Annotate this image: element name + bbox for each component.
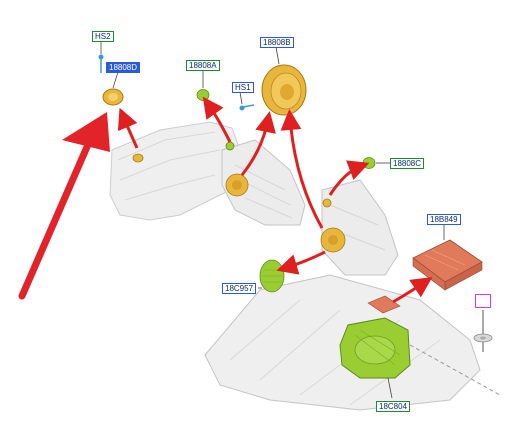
label-hs2: HS2 bbox=[92, 31, 114, 42]
label-18808d: 18808D bbox=[106, 62, 141, 73]
green-speaker-18808c bbox=[362, 157, 376, 169]
floor-amplifier bbox=[367, 295, 401, 314]
label-18808b: 18808B bbox=[260, 37, 294, 48]
label-18c957: 18C957 bbox=[222, 283, 257, 294]
woofer-speaker-18808b bbox=[261, 64, 307, 116]
green-disk-18c957 bbox=[259, 259, 285, 293]
label-18b849: 18B849 bbox=[427, 214, 461, 225]
dash-tweeter bbox=[132, 153, 144, 163]
rear-door-tweeter bbox=[322, 198, 332, 208]
direction-arrows bbox=[117, 96, 433, 304]
amplifier-18b849 bbox=[412, 239, 483, 291]
screw-hs1 bbox=[239, 104, 255, 111]
dash-green-tweeter bbox=[225, 141, 235, 151]
big-pointer-arrow bbox=[18, 112, 110, 300]
front-door-speaker bbox=[225, 173, 249, 197]
label-18808a: 18808A bbox=[186, 60, 220, 71]
label-18808c: 18808C bbox=[390, 158, 425, 169]
tweeter-speaker-18808d bbox=[102, 88, 124, 106]
rear-door-speaker bbox=[320, 227, 346, 253]
green-speaker-18808a bbox=[196, 89, 210, 101]
label-hs1: HS1 bbox=[232, 82, 254, 93]
rear-door-outline bbox=[321, 179, 399, 276]
dashboard-outline bbox=[109, 121, 241, 221]
label-18c804: 18C804 bbox=[376, 401, 411, 412]
part-icon-box bbox=[475, 294, 491, 308]
front-door-outline bbox=[221, 139, 306, 226]
screw-hs2 bbox=[98, 54, 104, 73]
antenna-part bbox=[473, 310, 493, 352]
subwoofer-18c804 bbox=[339, 317, 411, 379]
